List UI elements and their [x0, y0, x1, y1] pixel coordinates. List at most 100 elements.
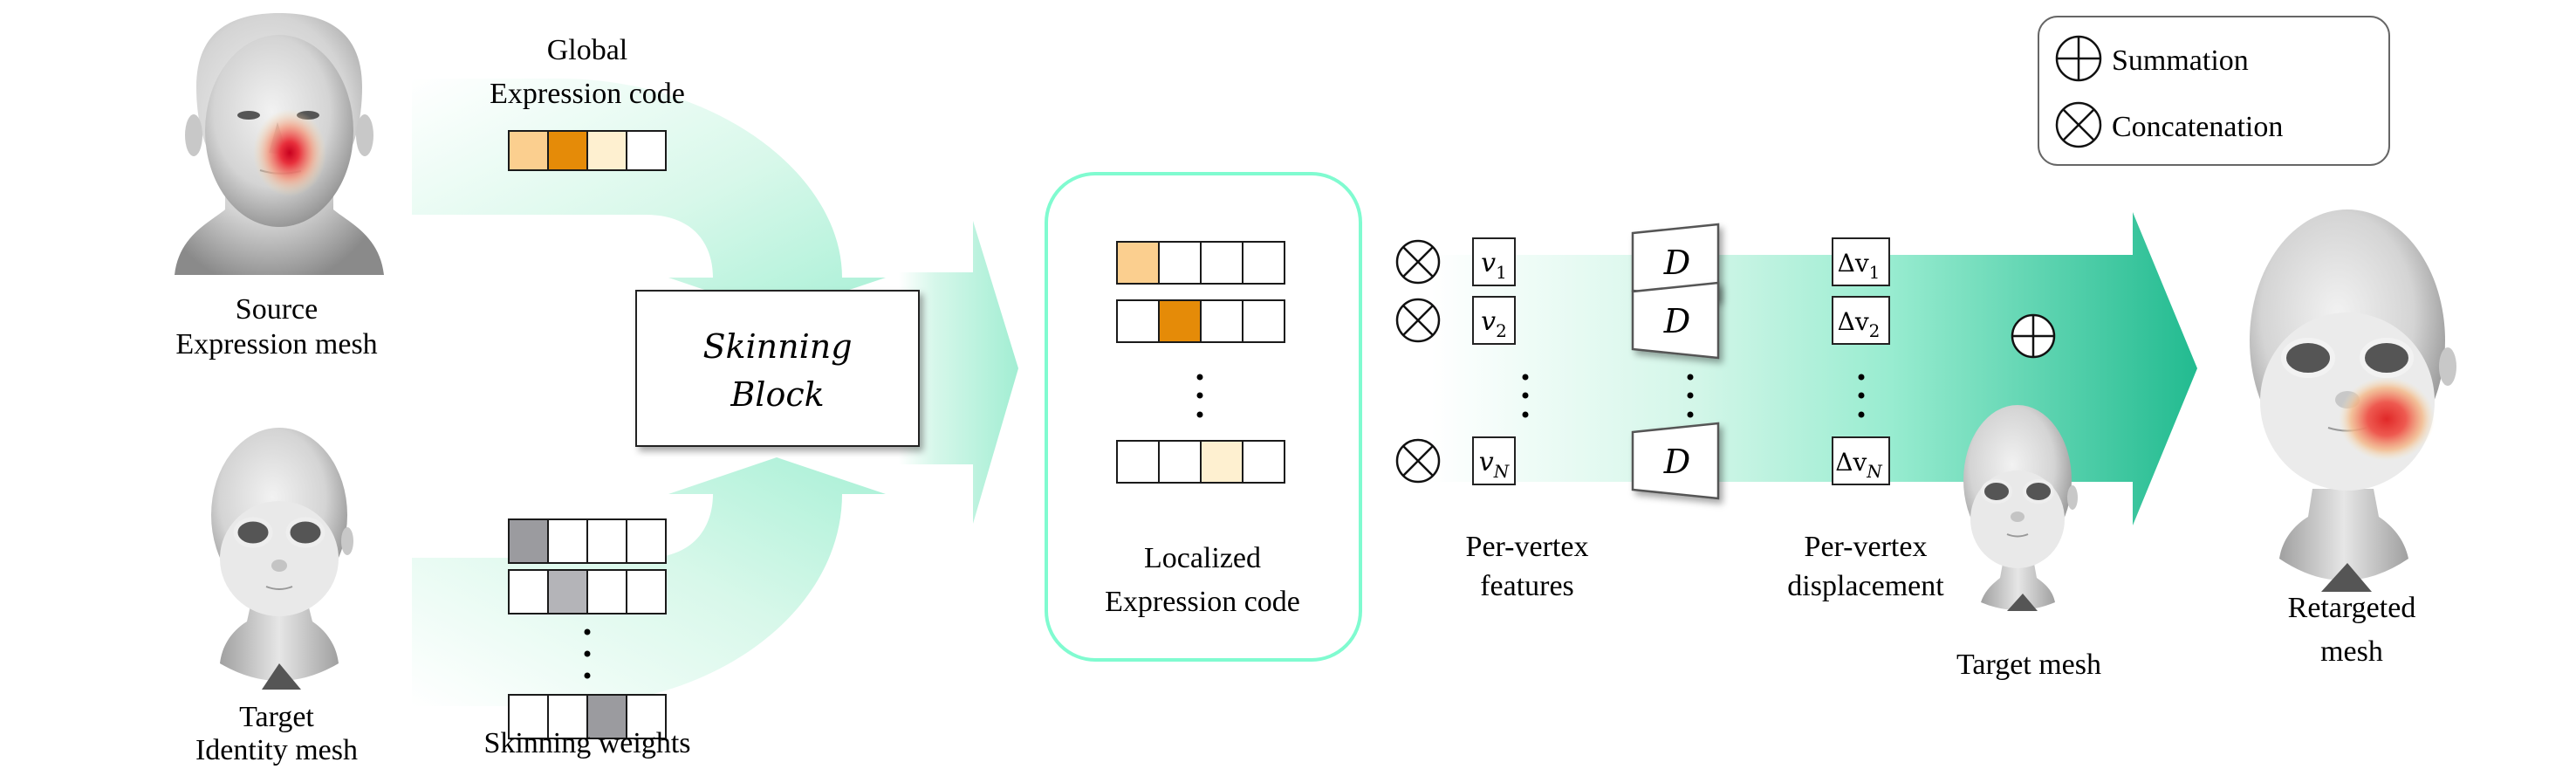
- target-identity-label-line1: Target: [239, 701, 314, 733]
- summation-icon: [2055, 35, 2102, 82]
- code-cell: [508, 569, 549, 615]
- localized-code-frame: [1045, 172, 1362, 662]
- retargeted-mesh-label-line2: mesh: [2320, 635, 2383, 668]
- localized-code-ellipsis: [1196, 374, 1203, 418]
- concatenation-icon: [1395, 438, 1441, 484]
- code-cell: [626, 130, 667, 171]
- target-mesh-label: Target mesh: [1956, 649, 2101, 681]
- skinning-to-localized-arrow: [899, 221, 1018, 524]
- global-expression-code-vector: [508, 130, 667, 171]
- concatenation-icon: [1395, 298, 1441, 343]
- source-expression-mesh: [175, 13, 384, 275]
- vertex-displacement-symbol: Δv2: [1838, 307, 1881, 341]
- concatenation-icon: [2055, 101, 2102, 148]
- vertex-feature-symbol: vN: [1479, 447, 1511, 482]
- concatenation-icon: [1395, 239, 1441, 285]
- decoder-block: D: [1631, 422, 1720, 500]
- decoder-flow-arrow: [1431, 212, 2197, 525]
- localized-code-label-line1: Localized: [1144, 542, 1261, 574]
- code-cell: [586, 518, 627, 564]
- global-code-curved-arrow: [412, 79, 886, 314]
- code-cell: [508, 130, 549, 171]
- skinning-block: Skinning Block: [635, 290, 920, 447]
- code-cell: [1116, 299, 1160, 343]
- vertex-displacement-symbol: ΔvN: [1835, 448, 1883, 482]
- skinning-weight-row: [508, 569, 667, 615]
- decoder-symbol: D: [1663, 302, 1690, 340]
- code-cell: [1242, 440, 1285, 484]
- code-cell: [547, 518, 588, 564]
- code-cell: [1116, 241, 1160, 285]
- skinning-weights-ellipsis: [584, 628, 591, 679]
- legend: Summation Concatenation: [2038, 16, 2390, 166]
- code-cell: [508, 518, 549, 564]
- code-cell: [586, 569, 627, 615]
- code-cell: [1158, 299, 1202, 343]
- code-cell: [1116, 440, 1160, 484]
- vertex-displacement-box: ΔvN: [1832, 436, 1890, 485]
- code-cell: [547, 130, 588, 171]
- vertex-feature-symbol: v1: [1481, 248, 1507, 283]
- global-code-label-line1: Global: [547, 34, 628, 66]
- target-identity-mesh: [211, 428, 353, 690]
- per-vertex-row: v2 D Δv2: [1395, 281, 1890, 360]
- vertex-feature-symbol: v2: [1481, 306, 1507, 341]
- code-cell: [547, 569, 588, 615]
- skinning-weight-row: [508, 694, 667, 739]
- retargeted-mesh-label-line1: Retargeted: [2288, 592, 2416, 624]
- per-vertex-displacement-label-line1: Per-vertex: [1805, 531, 1928, 563]
- vertex-feature-box: v1: [1472, 237, 1516, 286]
- decoder-block: D: [1631, 281, 1720, 360]
- code-cell: [586, 694, 627, 739]
- localized-code-row: [1116, 241, 1285, 285]
- per-vertex-features-label-line2: features: [1480, 570, 1574, 602]
- source-mesh-label-line2: Expression mesh: [175, 328, 377, 360]
- vertex-displacement-box: Δv2: [1832, 296, 1890, 345]
- code-cell: [1158, 241, 1202, 285]
- localized-code-label-line2: Expression code: [1105, 586, 1300, 618]
- retargeted-heat-spot: [2339, 377, 2435, 461]
- skinning-weights-matrix: [508, 518, 667, 739]
- code-cell: [1200, 440, 1243, 484]
- summation-icon: [2011, 313, 2056, 359]
- source-heat-spot: [253, 109, 326, 196]
- code-cell: [626, 694, 667, 739]
- code-cell: [1200, 241, 1243, 285]
- decoder-symbol: D: [1663, 443, 1690, 481]
- code-cell: [1158, 440, 1202, 484]
- code-cell: [626, 569, 667, 615]
- code-cell: [547, 694, 588, 739]
- skinning-weights-label: Skinning weights: [483, 727, 690, 759]
- vertex-displacement-box: Δv1: [1832, 237, 1890, 286]
- skinning-block-line1: Skinning: [702, 327, 852, 366]
- code-cell: [1200, 299, 1243, 343]
- per-vertex-features-label-line1: Per-vertex: [1466, 531, 1589, 563]
- target-identity-label-line2: Identity mesh: [195, 734, 358, 766]
- target-mesh: [1963, 405, 2078, 611]
- vertex-feature-box: v2: [1472, 296, 1516, 345]
- legend-concatenation-label: Concatenation: [2112, 111, 2283, 143]
- decoder-block: D: [1631, 223, 1720, 301]
- retargeted-mesh: [2250, 209, 2456, 592]
- localized-expression-code-matrix: [1116, 241, 1285, 484]
- localized-code-row: [1116, 299, 1285, 343]
- code-cell: [626, 518, 667, 564]
- code-cell: [1242, 299, 1285, 343]
- decoder-symbol: D: [1663, 244, 1690, 282]
- code-cell: [586, 130, 627, 171]
- global-code-row: [508, 130, 667, 171]
- per-vertex-row: v1 D Δv1: [1395, 223, 1890, 301]
- per-vertex-row: vN D ΔvN: [1395, 422, 1890, 500]
- per-vertex-ellipses: [1522, 374, 1865, 418]
- per-vertex-displacement-label-line2: displacement: [1787, 570, 1944, 602]
- global-code-label-line2: Expression code: [490, 78, 685, 110]
- localized-code-row: [1116, 440, 1285, 484]
- legend-summation-label: Summation: [2112, 45, 2249, 77]
- source-mesh-label-line1: Source: [236, 293, 318, 326]
- skinning-weight-row: [508, 518, 667, 564]
- vertex-feature-box: vN: [1472, 436, 1516, 485]
- code-cell: [1242, 241, 1285, 285]
- skinning-block-line2: Block: [730, 375, 824, 414]
